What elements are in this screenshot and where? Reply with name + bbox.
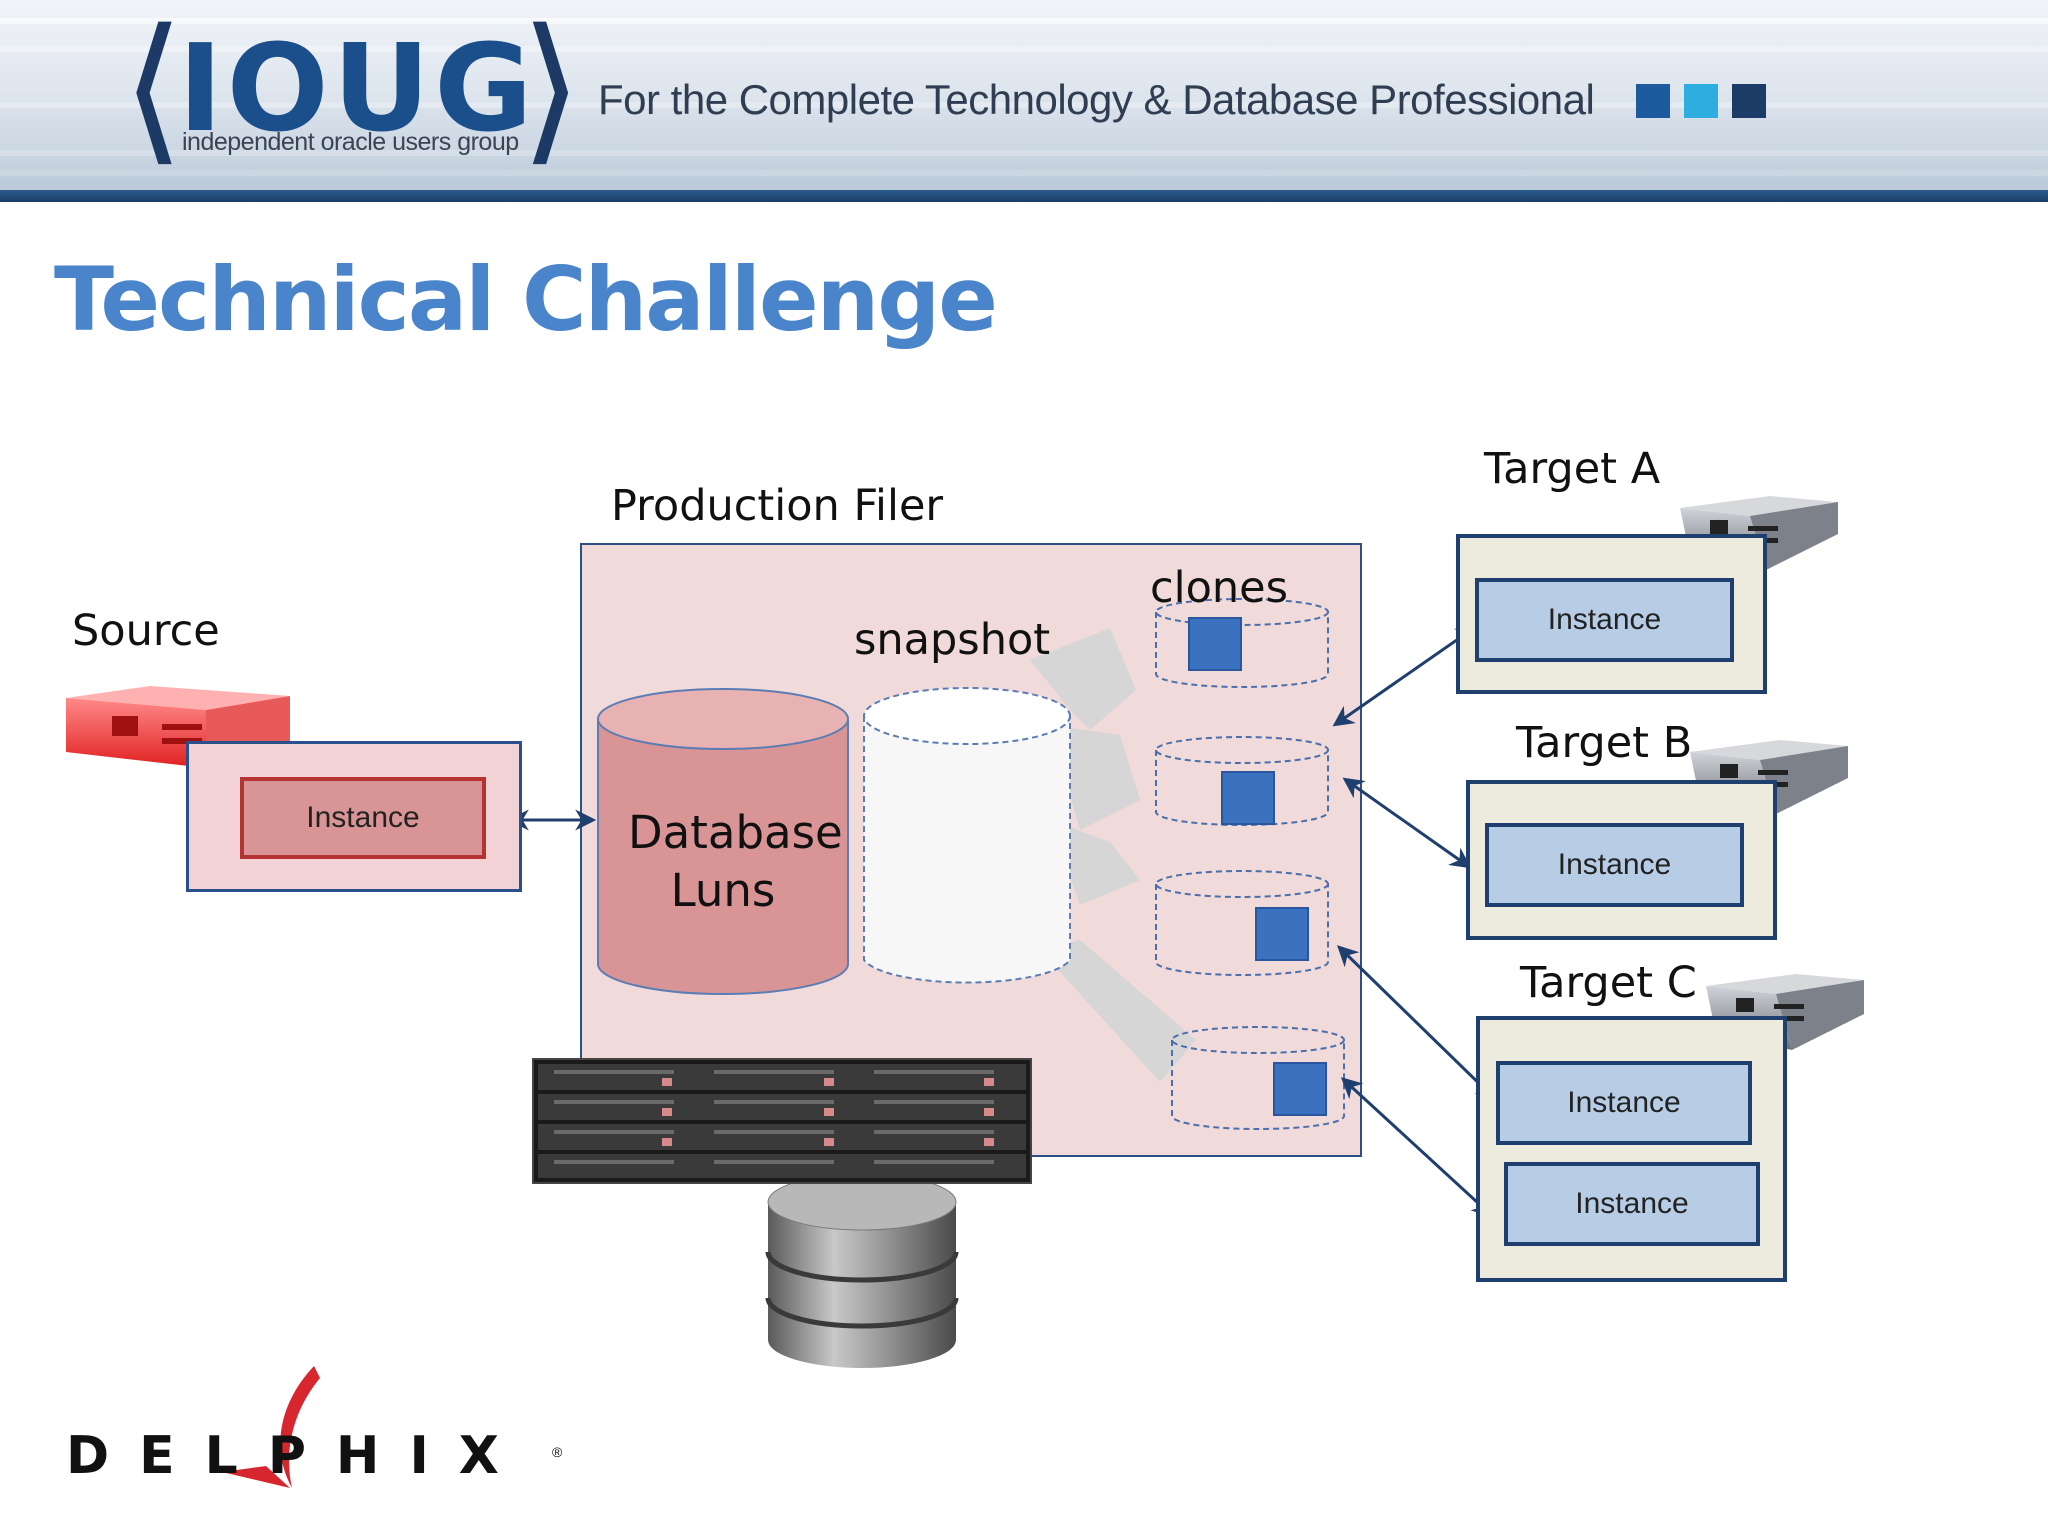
target-c-label: Target C: [1520, 958, 1697, 1008]
storage-rack-icon: [532, 1058, 1032, 1184]
bidirectional-arrow-icon: [1336, 945, 1498, 1101]
logo-right-bracket-icon: ⟩: [520, 0, 583, 181]
bidirectional-arrow-icon: [1342, 777, 1472, 869]
source-instance: Instance: [240, 777, 486, 859]
delphix-logo-text: DELPHIX: [66, 1426, 529, 1486]
clone-disk: [1171, 1026, 1345, 1130]
clone-disk: [1155, 598, 1329, 688]
database-luns-line1: Database: [628, 806, 843, 859]
registered-mark: ®: [552, 1444, 563, 1460]
database-stack-icon: [765, 1173, 959, 1368]
delphix-logo: DELPHIX ®: [66, 1364, 576, 1494]
source-label: Source: [72, 606, 220, 656]
target-b-instance: Instance: [1485, 823, 1744, 907]
target-c-instance-1: Instance: [1496, 1061, 1752, 1145]
snapshot-cylinder: [863, 687, 1071, 984]
logo-subtitle: independent oracle users group: [182, 128, 519, 156]
header-divider: [0, 190, 2048, 202]
clone-disk: [1155, 870, 1329, 976]
target-c-instance-2: Instance: [1504, 1162, 1760, 1246]
header-tagline: For the Complete Technology & Database P…: [598, 76, 1595, 123]
logo-left-bracket-icon: ⟨: [122, 0, 185, 181]
database-luns-label: Database Luns: [628, 804, 843, 920]
database-luns-line2: Luns: [670, 864, 776, 917]
clones-label: clones: [1150, 563, 1289, 613]
slide-title: Technical Challenge: [54, 248, 998, 351]
header-square-icon: [1636, 84, 1670, 118]
ioug-logo: IOUG: [178, 20, 537, 159]
production-filer-label: Production Filer: [611, 481, 944, 531]
bidirectional-arrow-icon: [1340, 1077, 1494, 1217]
snapshot-label: snapshot: [854, 615, 1051, 665]
clone-fan: [1030, 628, 1196, 1082]
delphix-logo-mark: [222, 1366, 320, 1488]
database-luns-cylinder: [597, 688, 849, 995]
bidirectional-arrow-icon: [1332, 625, 1478, 727]
target-a-label: Target A: [1484, 444, 1661, 494]
header-square-icon: [1732, 84, 1766, 118]
clone-disk: [1155, 736, 1329, 826]
header-square-icon: [1684, 84, 1718, 118]
target-a-instance: Instance: [1475, 578, 1734, 662]
target-b-label: Target B: [1516, 718, 1693, 768]
